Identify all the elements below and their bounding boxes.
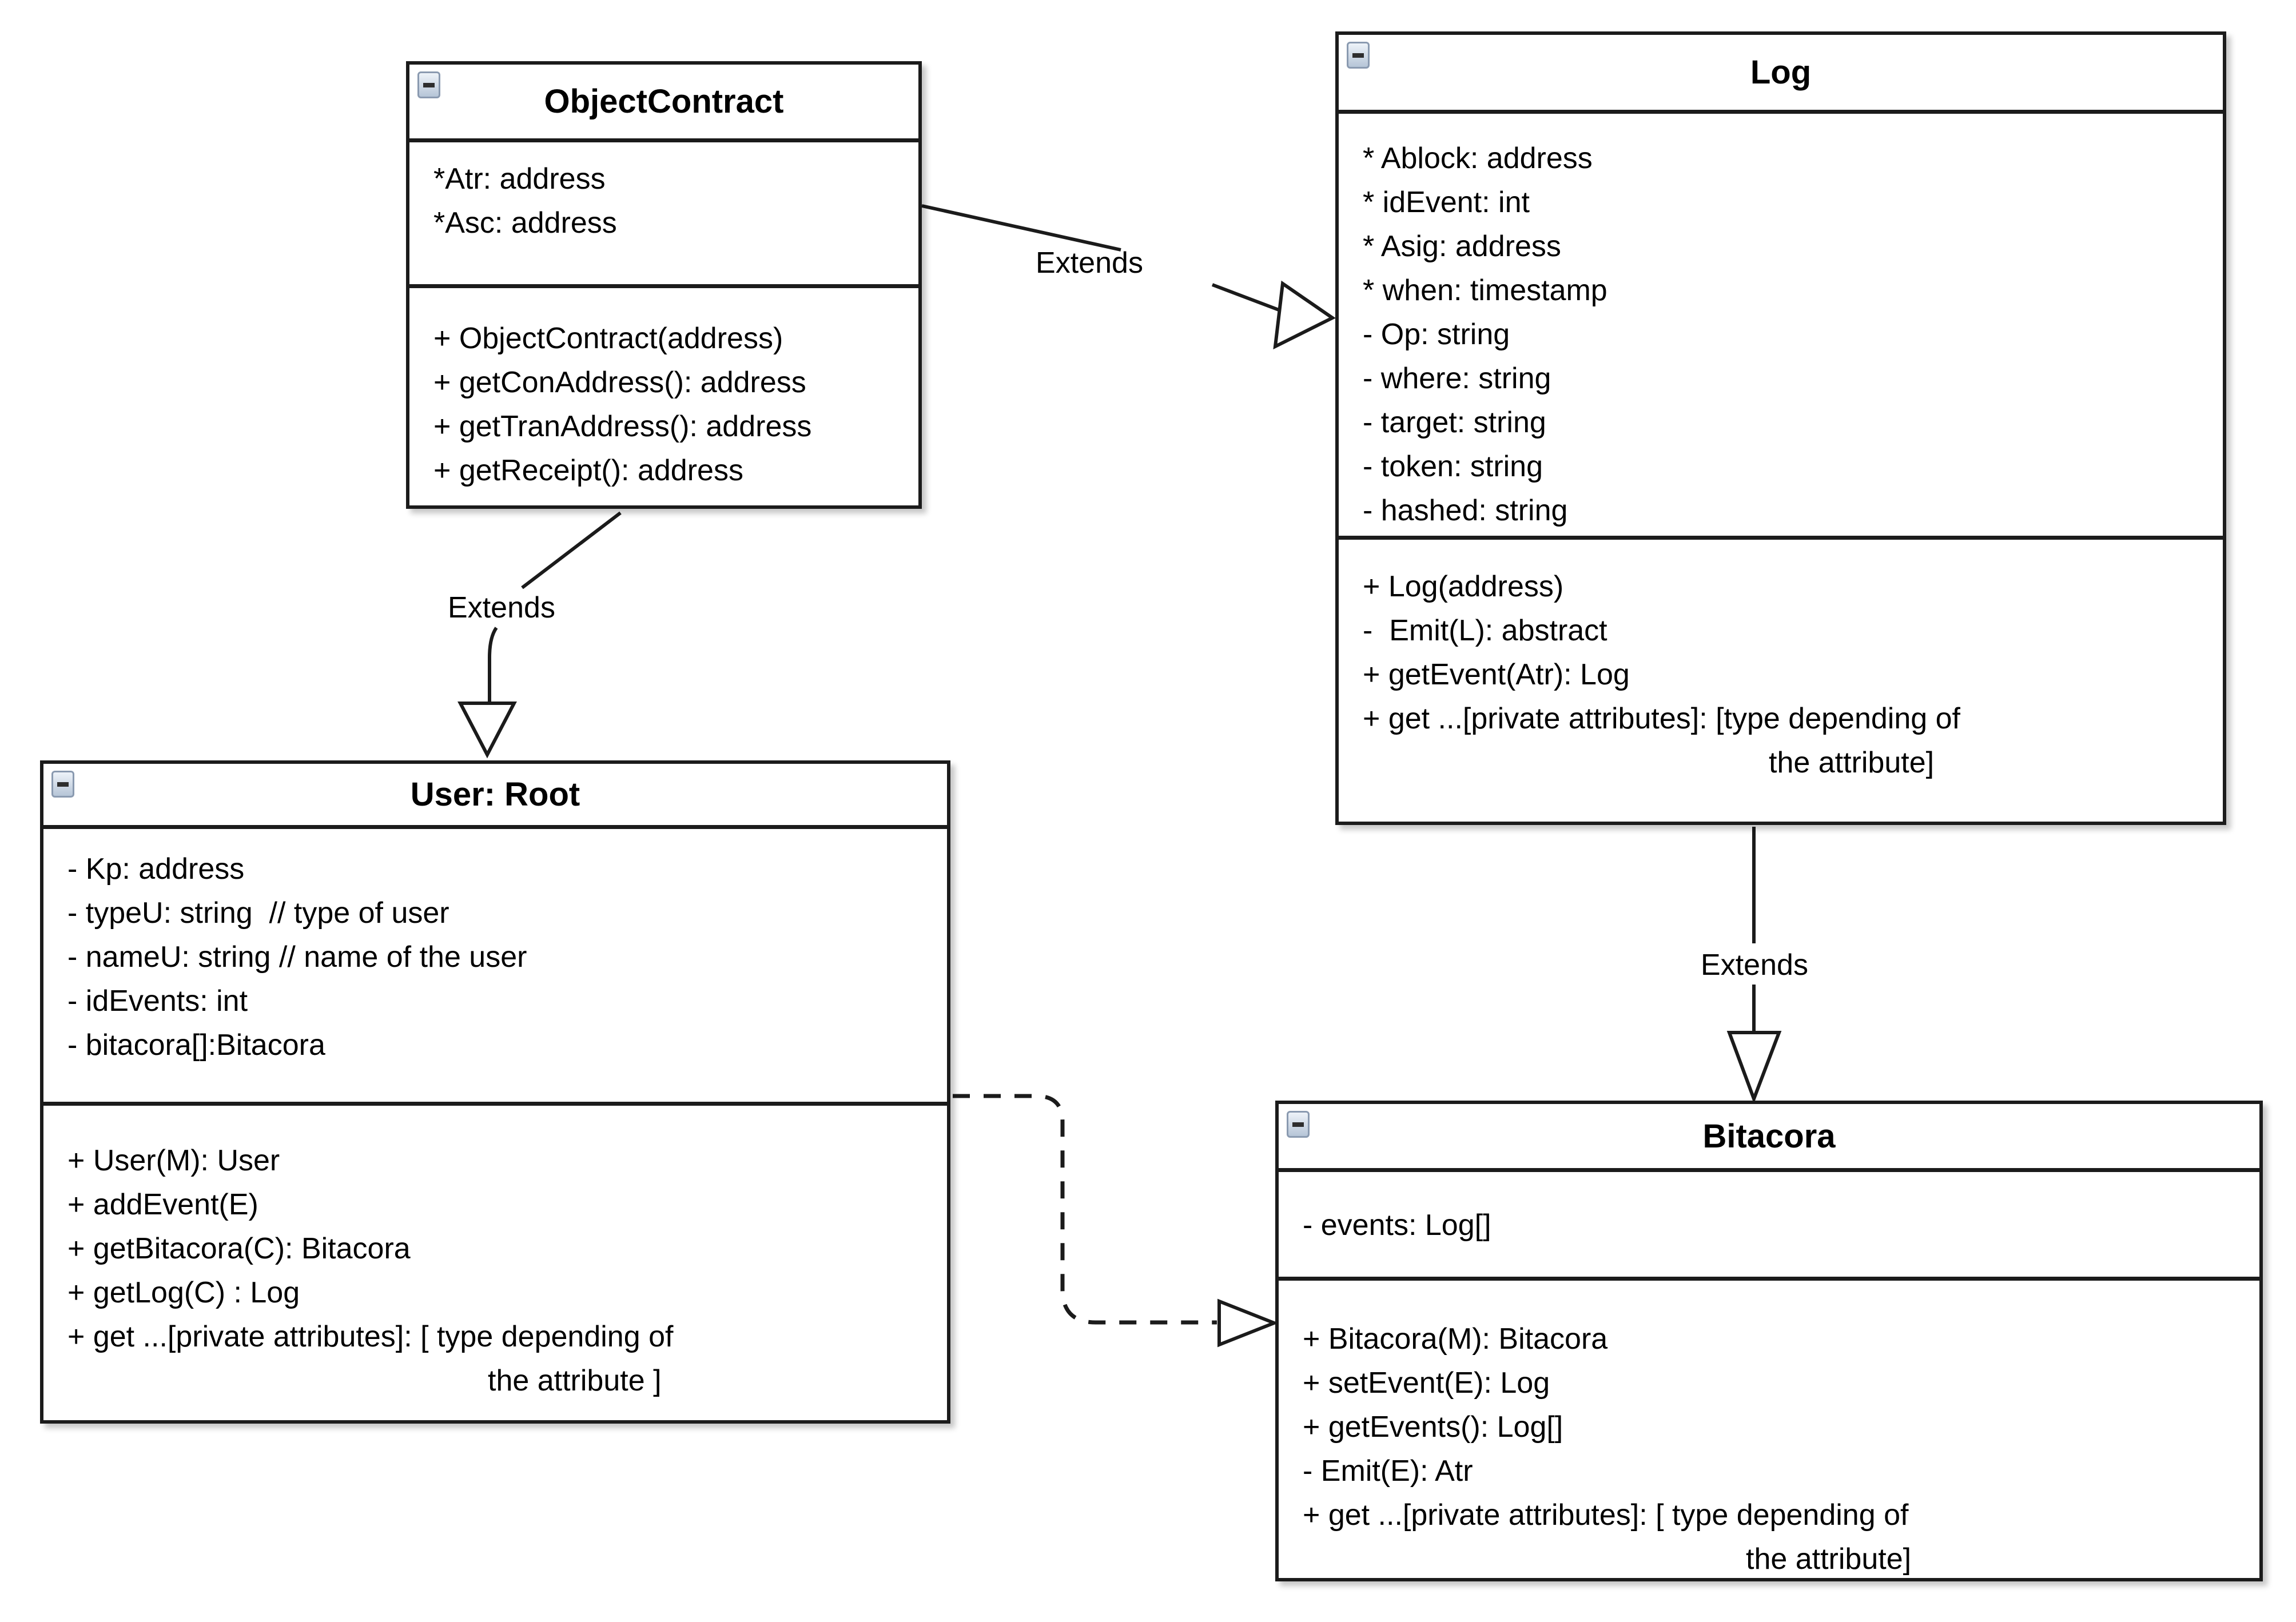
methods-section: + ObjectContract(address) + getConAddress… xyxy=(409,284,918,505)
collapse-minus-icon[interactable] xyxy=(1347,42,1370,69)
class-title: Log xyxy=(1750,54,1812,91)
method-line: - Emit(L): abstract xyxy=(1363,614,1607,647)
minus-glyph xyxy=(1292,1122,1304,1127)
class-title-section: Log xyxy=(1339,35,2223,110)
attribute-line: *Atr: address xyxy=(433,162,606,196)
methods-section: + Bitacora(M): Bitacora + setEvent(E): Lo… xyxy=(1279,1277,2259,1581)
minus-glyph xyxy=(423,82,435,87)
class-box-objectcontract[interactable]: ObjectContract *Atr: address *Asc: address… xyxy=(406,61,922,509)
attribute-line: - bitacora[]:Bitacora xyxy=(67,1029,325,1062)
attribute-line: - events: Log[] xyxy=(1303,1209,1491,1242)
attribute-line: - Op: string xyxy=(1363,318,1510,351)
method-line: + getReceipt(): address xyxy=(433,454,743,487)
method-line: + setEvent(E): Log xyxy=(1303,1366,1550,1400)
minus-glyph xyxy=(1352,53,1364,58)
attribute-line: * Ablock: address xyxy=(1363,142,1593,175)
method-line: + get ...[private attributes]: [ type de… xyxy=(67,1320,674,1353)
method-line: + get ...[private attributes]: [type dep… xyxy=(1363,702,1961,735)
method-line: - Emit(E): Atr xyxy=(1303,1454,1473,1488)
attribute-line: - where: string xyxy=(1363,362,1551,395)
method-line: + addEvent(E) xyxy=(67,1188,258,1221)
attribute-line: * Asig: address xyxy=(1363,230,1561,263)
method-line: + getLog(C) : Log xyxy=(67,1276,300,1309)
method-line: + User(M): User xyxy=(67,1144,280,1177)
objectcontract-to-log-line[interactable] xyxy=(921,204,1121,252)
method-line: + Bitacora(M): Bitacora xyxy=(1303,1322,1608,1356)
attributes-section: *Atr: address *Asc: address xyxy=(409,138,918,284)
hollow-triangle-arrowhead xyxy=(1217,1298,1279,1348)
attribute-line: - Kp: address xyxy=(67,852,245,886)
attribute-line: *Asc: address xyxy=(433,206,617,240)
class-title-section: Bitacora xyxy=(1279,1104,2259,1168)
attributes-section: * Ablock: address * idEvent: int * Asig: a… xyxy=(1339,110,2223,536)
class-title-section: User: Root xyxy=(43,764,947,825)
method-line: + getEvents(): Log[] xyxy=(1303,1410,1563,1444)
hollow-triangle-arrowhead xyxy=(1273,280,1336,350)
method-line: + getEvent(Atr): Log xyxy=(1363,658,1630,691)
class-box-bitacora[interactable]: Bitacora - events: Log[] + Bitacora(M): Bi… xyxy=(1275,1101,2263,1581)
class-title: ObjectContract xyxy=(544,83,784,120)
connector-label: Extends xyxy=(1701,949,1808,982)
method-line: the attribute] xyxy=(1746,1543,1912,1576)
attribute-line: - token: string xyxy=(1363,450,1543,483)
method-line: + getConAddress(): address xyxy=(433,366,806,399)
method-line: the attribute] xyxy=(1769,746,1935,779)
objectcontract-to-user-root-line[interactable] xyxy=(488,627,498,703)
collapse-minus-icon[interactable] xyxy=(51,771,74,798)
attribute-line: - nameU: string // name of the user xyxy=(67,940,527,974)
method-line: + Log(address) xyxy=(1363,570,1564,603)
attribute-line: - idEvents: int xyxy=(67,985,248,1018)
attribute-line: * when: timestamp xyxy=(1363,274,1607,307)
collapse-minus-icon[interactable] xyxy=(1287,1111,1310,1138)
class-box-user-root[interactable]: User: Root - Kp: address - typeU: string /… xyxy=(40,760,950,1424)
attribute-line: - typeU: string // type of user xyxy=(67,896,449,930)
method-line: + get ...[private attributes]: [ type de… xyxy=(1303,1499,1909,1532)
connector-label: Extends xyxy=(448,591,555,624)
objectcontract-to-log-line[interactable] xyxy=(1211,283,1289,315)
method-line: + getTranAddress(): address xyxy=(433,410,812,443)
connector-label: Extends xyxy=(1036,246,1143,280)
collapse-minus-icon[interactable] xyxy=(417,71,440,98)
class-title: User: Root xyxy=(410,776,580,813)
attributes-section: - events: Log[] xyxy=(1279,1168,2259,1277)
hollow-triangle-arrowhead xyxy=(457,702,517,759)
hollow-triangle-arrowhead xyxy=(1726,1031,1782,1104)
method-line: + ObjectContract(address) xyxy=(433,322,783,355)
attribute-line: * idEvent: int xyxy=(1363,186,1530,219)
objectcontract-to-user-root-line[interactable] xyxy=(521,511,622,589)
minus-glyph xyxy=(57,782,69,787)
methods-section: + User(M): User + addEvent(E) + getBitacor… xyxy=(43,1102,947,1420)
attribute-line: - target: string xyxy=(1363,406,1546,439)
methods-section: + Log(address) - Emit(L): abstract + getEv… xyxy=(1339,536,2223,822)
class-box-log[interactable]: Log * Ablock: address * idEvent: int * Asig… xyxy=(1335,31,2226,825)
user-root-to-bitacora-line[interactable] xyxy=(953,1094,1217,1325)
class-title-section: ObjectContract xyxy=(409,65,918,138)
attribute-line: - hashed: string xyxy=(1363,494,1568,527)
method-line: the attribute ] xyxy=(488,1364,662,1397)
method-line: + getBitacora(C): Bitacora xyxy=(67,1232,411,1265)
attributes-section: - Kp: address - typeU: string // type of … xyxy=(43,825,947,1102)
class-title: Bitacora xyxy=(1702,1117,1836,1155)
